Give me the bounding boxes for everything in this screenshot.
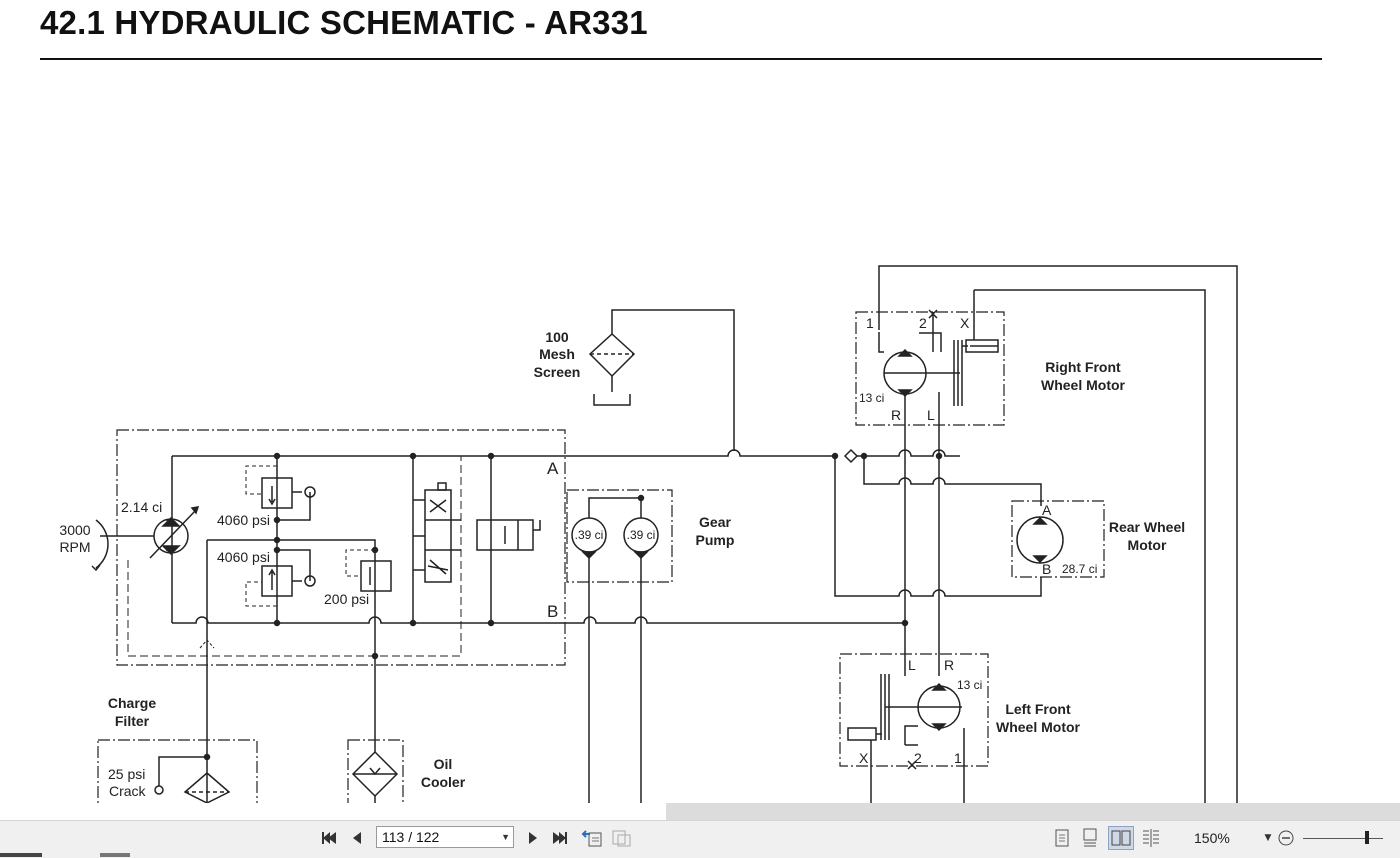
rear-port-a: A <box>1042 502 1052 518</box>
rear-motor-label-1: Rear Wheel <box>1109 519 1185 535</box>
status-strip-left <box>0 853 42 857</box>
first-page-button[interactable] <box>318 826 340 850</box>
document-page: 42.1 HYDRAULIC SCHEMATIC - AR331 <box>40 4 1322 803</box>
charge-filter-label-2: Filter <box>115 713 150 729</box>
next-page-icon <box>529 832 537 844</box>
left-port-l: L <box>908 657 916 673</box>
crack-label: Crack <box>109 783 147 799</box>
horizontal-scrollbar[interactable] <box>666 803 1400 820</box>
right-front-motor-label-2: Wheel Motor <box>1041 377 1126 393</box>
previous-view-button[interactable] <box>580 826 604 850</box>
rear-motor-label-2: Motor <box>1128 537 1167 553</box>
viewer-toolbar: 113 / 122 ▼ 150% ▼ <box>0 820 1400 858</box>
hydraulic-schematic: 100 Mesh Screen Right Front Wheel Motor … <box>59 265 1238 803</box>
mesh-screen <box>588 309 735 451</box>
previous-page-icon <box>353 832 361 844</box>
zoom-dropdown-icon[interactable]: ▼ <box>1264 833 1272 843</box>
right-port-l: L <box>927 407 935 423</box>
right-port-r: R <box>891 407 901 423</box>
directional-valve <box>409 452 461 627</box>
gear-pumps <box>571 494 659 803</box>
zoom-out-button[interactable] <box>1276 826 1296 850</box>
previous-view-icon <box>581 830 602 847</box>
page-title: 42.1 HYDRAULIC SCHEMATIC - AR331 <box>40 4 648 41</box>
mesh-screen-label-1: 100 <box>545 329 569 345</box>
crack-psi-label: 25 psi <box>108 766 145 782</box>
pump-rpm-label-1: 3000 <box>59 522 90 538</box>
status-strip-mark <box>100 853 130 857</box>
gear-pump-2-displacement: .39 ci <box>627 528 656 542</box>
left-motor-displacement: 13 ci <box>957 678 982 692</box>
left-front-motor-label-2: Wheel Motor <box>996 719 1081 735</box>
zoom-slider-thumb[interactable] <box>1365 831 1369 844</box>
single-page-icon <box>1055 829 1069 847</box>
right-port-2: 2 <box>919 315 927 331</box>
pump-displacement: 2.14 ci <box>121 499 162 515</box>
gear-pump-label-1: Gear <box>699 514 731 530</box>
left-port-1: 1 <box>954 750 962 766</box>
gear-pump-1-displacement: .39 ci <box>575 528 604 542</box>
last-page-icon <box>553 832 567 844</box>
next-page-button[interactable] <box>522 826 544 850</box>
title-rule <box>40 58 1322 60</box>
port-a-label: A <box>547 459 559 478</box>
page-number-value: 113 / 122 <box>382 829 440 845</box>
two-page-view-button[interactable] <box>1108 826 1134 850</box>
left-port-r: R <box>944 657 954 673</box>
right-network <box>831 392 1042 676</box>
page-dropdown-icon[interactable]: ▼ <box>501 832 510 842</box>
relief-valves <box>206 452 392 627</box>
last-page-button[interactable] <box>549 826 571 850</box>
oil-cooler-label-1: Oil <box>434 756 453 772</box>
right-port-x: X <box>960 315 970 331</box>
two-page-icon <box>1111 830 1131 846</box>
zoom-out-icon <box>1278 830 1294 846</box>
two-page-continuous-button[interactable] <box>1140 826 1162 850</box>
charge-filter-label-1: Charge <box>108 695 156 711</box>
mesh-screen-label-2: Mesh <box>539 346 575 362</box>
zoom-slider-track[interactable] <box>1303 838 1383 839</box>
charge-filter <box>154 623 231 803</box>
oil-cooler <box>351 623 399 803</box>
pump-rpm-label-2: RPM <box>59 539 90 555</box>
previous-page-button[interactable] <box>346 826 368 850</box>
relief-valve-1-psi: 4060 psi <box>217 512 270 528</box>
left-port-2: 2 <box>914 750 922 766</box>
single-page-view-button[interactable] <box>1052 826 1072 850</box>
left-port-x: X <box>859 750 869 766</box>
gear-pump-label-2: Pump <box>696 532 735 548</box>
right-front-motor <box>878 265 1238 803</box>
charge-relief-psi: 200 psi <box>324 591 369 607</box>
right-port-1: 1 <box>866 315 874 331</box>
enclosure-lines <box>97 311 1105 803</box>
main-pump <box>91 456 462 657</box>
relief-valve-2-psi: 4060 psi <box>217 549 270 565</box>
first-page-icon <box>322 832 336 844</box>
bypass-valve <box>476 452 541 627</box>
left-front-motor <box>847 674 965 803</box>
next-view-button[interactable] <box>609 826 633 850</box>
zoom-level[interactable]: 150% <box>1194 830 1230 846</box>
rear-motor <box>1016 516 1064 564</box>
two-page-continuous-icon <box>1143 829 1159 847</box>
oil-cooler-label-2: Cooler <box>421 774 466 790</box>
left-front-motor-label-1: Left Front <box>1005 701 1071 717</box>
next-view-icon <box>612 830 631 847</box>
rear-motor-displacement: 28.7 ci <box>1062 562 1097 576</box>
rear-port-b: B <box>1042 561 1051 577</box>
right-front-motor-label-1: Right Front <box>1045 359 1121 375</box>
right-motor-displacement: 13 ci <box>859 391 884 405</box>
continuous-page-icon <box>1083 828 1097 847</box>
mesh-screen-label-3: Screen <box>534 364 581 380</box>
continuous-view-button[interactable] <box>1080 826 1100 850</box>
port-b-label: B <box>547 602 558 621</box>
page-number-input[interactable]: 113 / 122 ▼ <box>376 826 514 848</box>
